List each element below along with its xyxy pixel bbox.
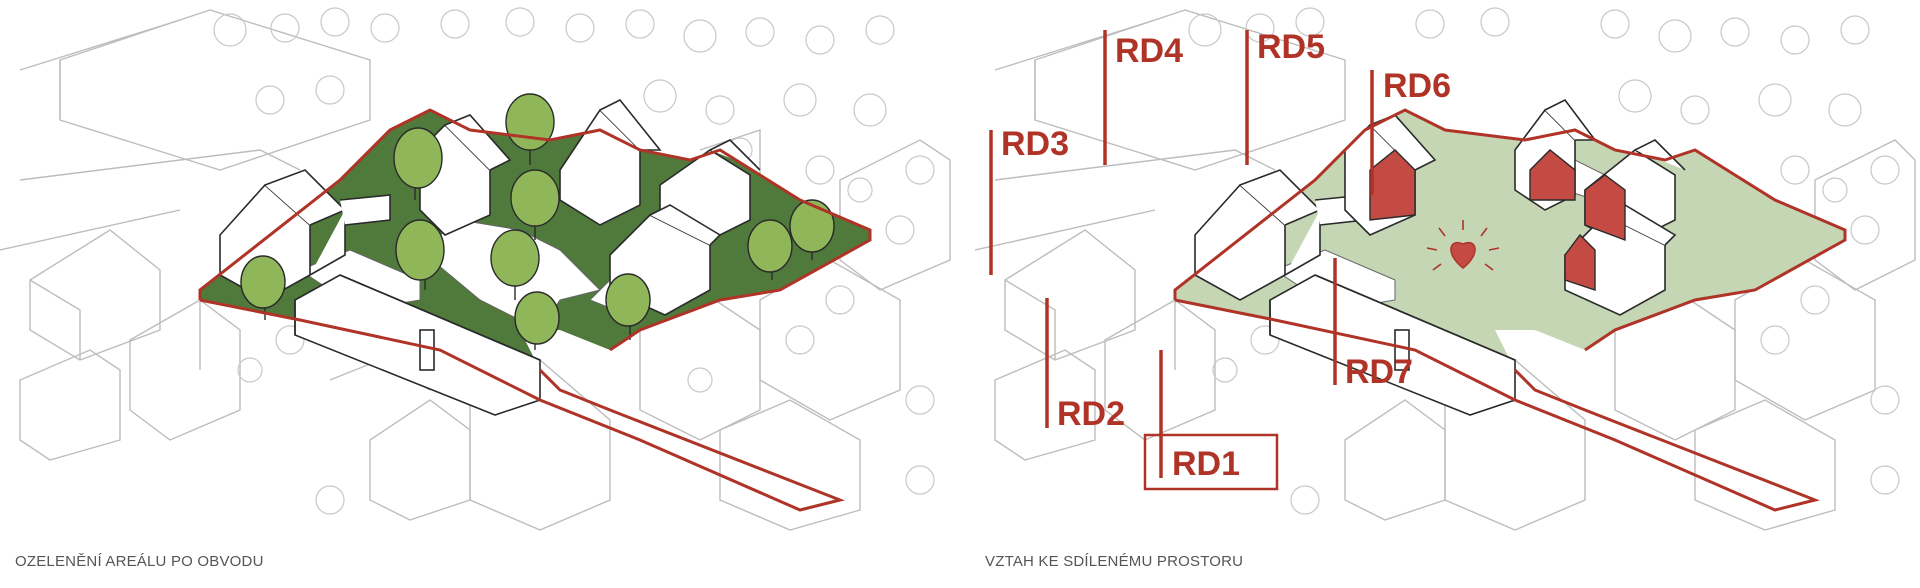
rd1-label: RD1 bbox=[1172, 445, 1240, 483]
rd5-label: RD5 bbox=[1257, 28, 1325, 66]
shared-space-diagram-panel: RD3 RD4 RD5 RD6 RD7 RD2 RD1 VZTAH KE SDÍ… bbox=[975, 0, 1920, 540]
rd3-label: RD3 bbox=[1001, 125, 1069, 163]
rd2-label: RD2 bbox=[1057, 395, 1125, 433]
rd4-label: RD4 bbox=[1115, 32, 1183, 70]
greenery-diagram-panel: OZELENĚNÍ AREÁLU PO OBVODU bbox=[0, 0, 960, 540]
greenery-isometric-drawing bbox=[0, 0, 960, 540]
rd6-label: RD6 bbox=[1383, 67, 1451, 105]
rd7-label: RD7 bbox=[1345, 353, 1413, 391]
shared-space-isometric-drawing: RD3 RD4 RD5 RD6 RD7 RD2 RD1 bbox=[975, 0, 1920, 540]
diagram-caption: OZELENĚNÍ AREÁLU PO OBVODU bbox=[15, 553, 264, 570]
diagram-caption: VZTAH KE SDÍLENÉMU PROSTORU bbox=[985, 553, 1243, 570]
